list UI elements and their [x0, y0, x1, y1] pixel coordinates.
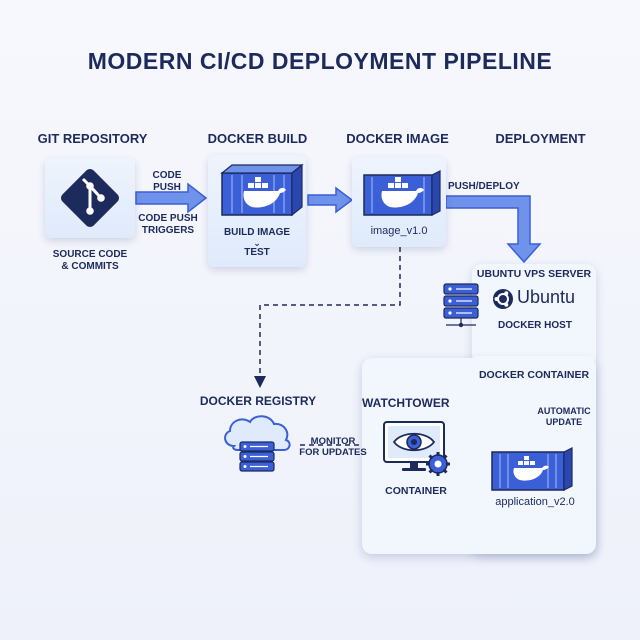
image-to-registry-dashed [254, 247, 401, 388]
push-deploy-arrow [445, 195, 542, 264]
docker-build-heading: DOCKER BUILD [207, 131, 308, 146]
ubuntu-brand-text: Ubuntu [517, 287, 576, 307]
code-push-label-line1: CODE [152, 170, 182, 181]
docker-build-card: BUILD IMAGE ⌄ TEST [208, 155, 306, 267]
build-step-chevron-icon: ⌄ [253, 238, 261, 248]
git-repository-heading: GIT REPOSITORY [37, 131, 148, 146]
git-logo-icon [60, 168, 120, 228]
image-name-label: image_v1.0 [370, 225, 428, 237]
server-rack-icon [443, 283, 479, 328]
watchtower-monitor-icon [383, 421, 450, 476]
build-step-line1: BUILD IMAGE [223, 227, 291, 238]
ubuntu-vps-server-title: UBUNTU VPS SERVER [476, 268, 592, 280]
image-container-icon [363, 170, 441, 216]
automatic-update-line2: UPDATE [545, 417, 583, 427]
monitor-label-line2: FOR UPDATES [299, 447, 367, 458]
code-push-triggers-line2: TRIGGERS [141, 225, 195, 236]
push-deploy-label: PUSH/DEPLOY [448, 181, 520, 192]
deployment-heading: DEPLOYMENT [495, 131, 586, 146]
code-push-triggers-line1: CODE PUSH [138, 213, 198, 224]
docker-container-label: DOCKER CONTAINER [478, 369, 590, 381]
code-push-arrow [135, 182, 208, 214]
ubuntu-logo-icon [493, 289, 513, 309]
git-repository-card [45, 158, 135, 238]
application-container-icon [491, 447, 573, 491]
build-to-image-arrow [307, 186, 354, 214]
docker-image-card: image_v1.0 [352, 157, 446, 247]
docker-image-heading: DOCKER IMAGE [346, 131, 449, 146]
gear-icon [426, 452, 450, 476]
monitor-label-line1: MONITOR [310, 436, 356, 447]
panel-joiner [474, 356, 594, 364]
build-step-line2: TEST [244, 247, 270, 258]
docker-registry-title: DOCKER REGISTRY [199, 394, 317, 408]
git-caption-line1: SOURCE CODE [52, 249, 128, 260]
container-whale-icon [220, 163, 304, 217]
watchtower-title: WATCHTOWER [362, 396, 450, 410]
code-push-label-line2: PUSH [153, 182, 181, 193]
automatic-update-line1: AUTOMATIC [537, 406, 591, 416]
application-name-label: application_v2.0 [495, 496, 575, 508]
registry-cloud-server-icon [224, 415, 291, 472]
docker-host-label: DOCKER HOST [498, 320, 572, 331]
watchtower-caption: CONTAINER [385, 485, 447, 497]
git-caption-line2: & COMMITS [61, 261, 119, 272]
diagram-title: MODERN CI/CD DEPLOYMENT PIPELINE [87, 48, 553, 74]
